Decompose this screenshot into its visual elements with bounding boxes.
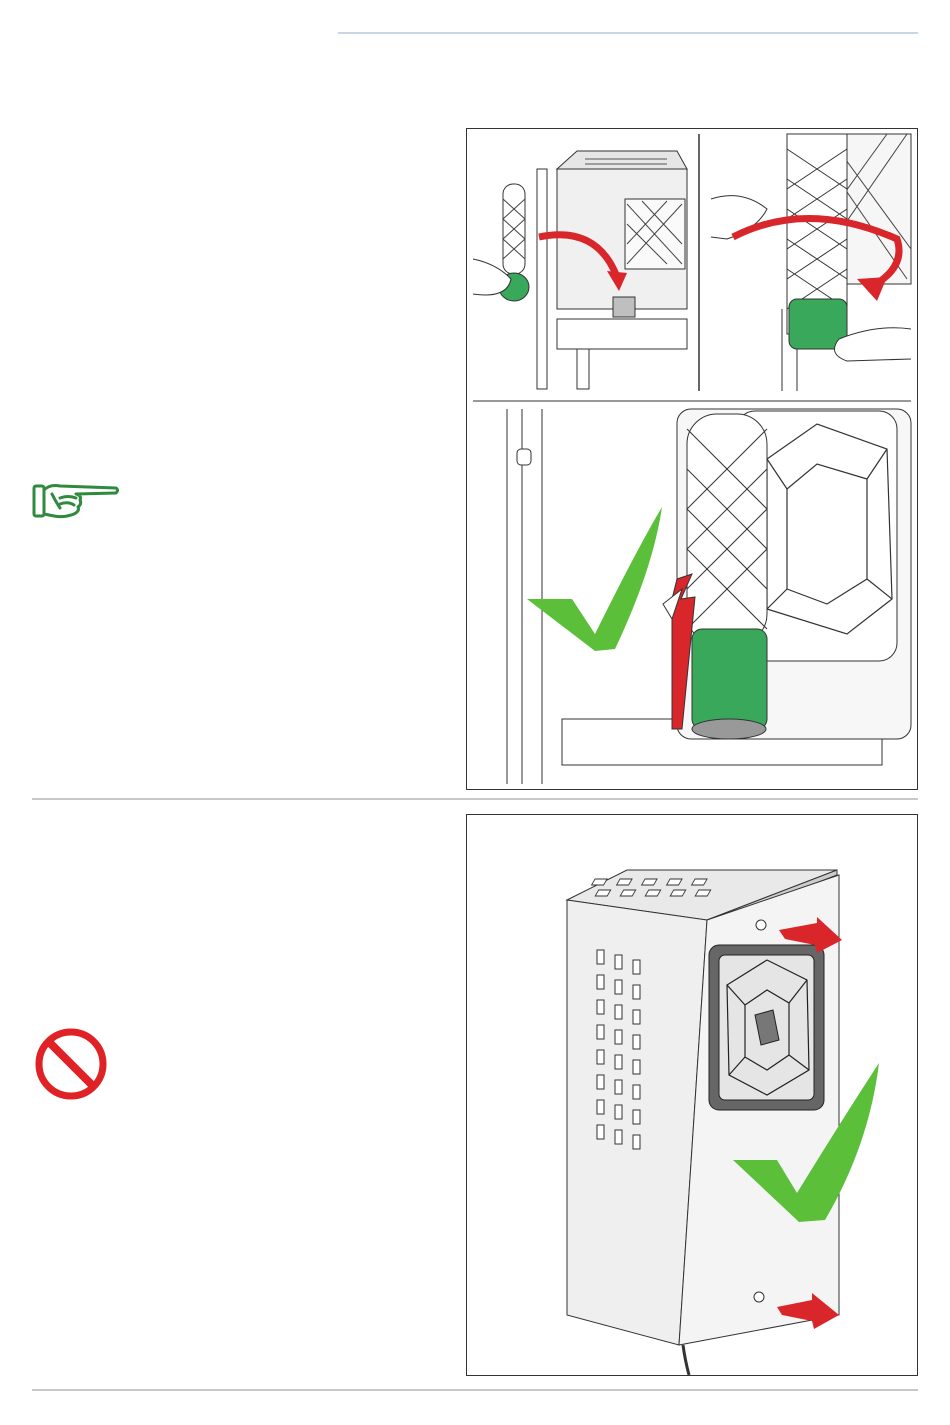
footer-rule xyxy=(32,1389,918,1391)
sub-figure-twist-filter xyxy=(711,134,911,391)
pointing-hand-icon xyxy=(30,480,120,522)
checkmark-icon xyxy=(527,507,662,651)
prohibited-icon xyxy=(33,1028,109,1100)
section-divider xyxy=(32,798,918,800)
figure-filter-installation xyxy=(466,128,918,790)
header-rule xyxy=(338,32,918,34)
sub-figure-insert-filter xyxy=(473,151,687,389)
figure-heater-unit xyxy=(466,814,918,1376)
sub-figure-installed-filter xyxy=(507,409,911,784)
